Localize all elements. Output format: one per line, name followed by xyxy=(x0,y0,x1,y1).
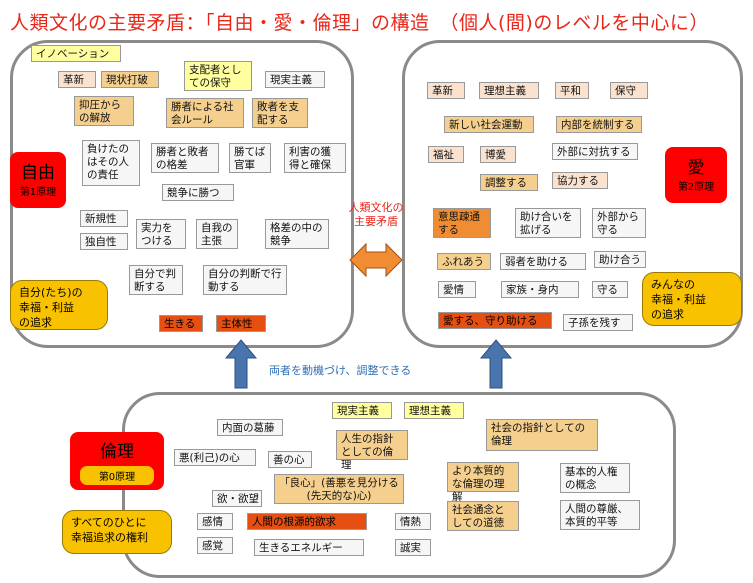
motivation-label: 両者を動機づけ、調整できる xyxy=(269,364,412,377)
node-jiga: 自我の主張 xyxy=(196,219,238,249)
node-shutai: 主体性 xyxy=(216,315,266,332)
node-kanjo: 感情 xyxy=(197,513,233,530)
up-arrow-left-icon xyxy=(224,339,258,389)
up-arrow-right-icon xyxy=(479,339,513,389)
node-seijitsu: 誠実 xyxy=(395,539,431,556)
node-ryoshin: 「良心」(善悪を見分ける (先天的な)心) xyxy=(274,474,404,504)
freedom-goal: 自分(たち)の 幸福・利益 の追求 xyxy=(10,280,108,330)
center-label-line2: 主要矛盾 xyxy=(354,215,398,228)
node-shinki: 新規性 xyxy=(80,210,128,227)
node-katebakangun: 勝てば官軍 xyxy=(229,143,271,173)
page-title: 人類文化の主要矛盾：「自由・愛・倫理」の構造 （個人(間)のレベルを中心に） xyxy=(10,12,709,34)
node-kakusa: 勝者と敗者の格差 xyxy=(151,143,219,173)
node-gaibu-mamoru: 外部から守る xyxy=(592,208,646,238)
node-fureau: ふれあう xyxy=(437,253,491,270)
node-ningen-songen: 人間の尊厳、本質的平等 xyxy=(560,500,640,530)
node-rigai: 利害の獲得と確保 xyxy=(284,143,346,173)
node-hakuai: 博愛 xyxy=(480,146,516,163)
node-shakai-tsunen: 社会通念としての道徳 xyxy=(447,501,519,531)
node-kazoku: 家族・身内 xyxy=(501,281,579,298)
node-shihai: 支配者としての保守 xyxy=(184,61,252,91)
node-jibun-handan: 自分で判断する xyxy=(129,265,183,295)
node-shakai-shishin: 社会の指針としての倫理 xyxy=(486,419,598,451)
node-aku: 悪(利己)の心 xyxy=(174,449,256,466)
freedom-principle-label: 自由 xyxy=(21,163,55,183)
node-kihon-jinken: 基本的人権の概念 xyxy=(560,463,630,493)
node-makedamono: 負けたのはその人の責任 xyxy=(82,140,140,186)
node-ishi: 意思疎通する xyxy=(433,208,491,238)
node-jinsei: 人生の指針としての倫理 xyxy=(336,430,408,471)
node-dokuji: 独自性 xyxy=(80,233,128,250)
node-yokuatsu: 抑圧からの解放 xyxy=(74,96,134,126)
node-gaibu-taiko: 外部に対抗する xyxy=(552,143,638,160)
node-shison: 子孫を残す xyxy=(563,314,633,331)
node-kyoryoku: 協力する xyxy=(552,172,608,189)
node-aisuru: 愛する、守り助ける xyxy=(438,312,552,329)
node-jitsuryoku: 実力をつける xyxy=(136,219,186,249)
center-label: 人類文化の 主要矛盾 xyxy=(348,201,404,229)
node-chosei: 調整する xyxy=(480,174,538,191)
love-goal: みんなの 幸福・利益 の追求 xyxy=(642,272,742,326)
node-kakusa-naka: 格差の中の競争 xyxy=(265,219,329,249)
node-hoshu: 保守 xyxy=(610,82,648,99)
node-naimen: 内面の葛藤 xyxy=(217,419,283,436)
node-kakushin-f: 革新 xyxy=(58,71,96,88)
node-yoku: 欲・欲望 xyxy=(212,490,262,507)
ethics-goal: すべてのひとに 幸福追求の権利 xyxy=(62,510,172,554)
node-jonetsu: 情熱 xyxy=(395,513,431,530)
node-tasukeau: 助け合う xyxy=(594,251,646,268)
love-principle: 愛 第2原理 xyxy=(665,147,727,203)
love-principle-label: 愛 xyxy=(687,158,705,178)
node-innovation: イノベーション xyxy=(31,45,121,62)
ethics-principle-sub: 第0原理 xyxy=(80,466,154,485)
node-yori-honshitsu: より本質的な倫理の理解 xyxy=(447,462,519,503)
node-konkyo: 人間の根源的欲求 xyxy=(247,513,367,530)
node-kankaku: 感覚 xyxy=(197,537,233,554)
node-genjo: 現状打破 xyxy=(101,71,159,88)
node-aijo: 愛情 xyxy=(438,281,476,298)
node-riso-e: 理想主義 xyxy=(404,402,464,419)
node-genjitsu-f: 現実主義 xyxy=(265,71,325,88)
node-energy: 生きるエネルギー xyxy=(254,539,364,556)
double-arrow-icon xyxy=(349,242,403,278)
freedom-principle: 自由 第1原理 xyxy=(10,152,66,208)
node-naibu: 内部を統制する xyxy=(556,116,642,133)
node-jibun-kodo: 自分の判断で行動する xyxy=(203,265,287,295)
freedom-principle-sub: 第1原理 xyxy=(19,187,57,198)
node-heiwa: 平和 xyxy=(555,82,589,99)
ethics-principle-label: 倫理 xyxy=(100,442,134,462)
node-kyoso: 競争に勝つ xyxy=(162,184,234,201)
node-atarashii: 新しい社会運動 xyxy=(444,116,534,133)
node-genjitsu-e: 現実主義 xyxy=(332,402,392,419)
center-label-line1: 人類文化の xyxy=(348,201,404,214)
ethics-principle: 倫理 第0原理 xyxy=(70,432,164,490)
node-shosha-rule: 勝者による社会ルール xyxy=(166,98,244,128)
node-jakusha: 弱者を助ける xyxy=(500,253,586,270)
node-haisha: 敗者を支配する xyxy=(252,98,308,128)
node-zen: 善の心 xyxy=(268,451,312,468)
node-ikiru: 生きる xyxy=(159,315,203,332)
love-principle-sub: 第2原理 xyxy=(677,182,715,193)
node-tasukeai-hirogeru: 助け合いを拡げる xyxy=(515,208,581,238)
node-kakushin-l: 革新 xyxy=(427,82,465,99)
node-mamoru: 守る xyxy=(592,281,628,298)
node-riso-l: 理想主義 xyxy=(479,82,539,99)
node-fukushi: 福祉 xyxy=(428,146,464,163)
